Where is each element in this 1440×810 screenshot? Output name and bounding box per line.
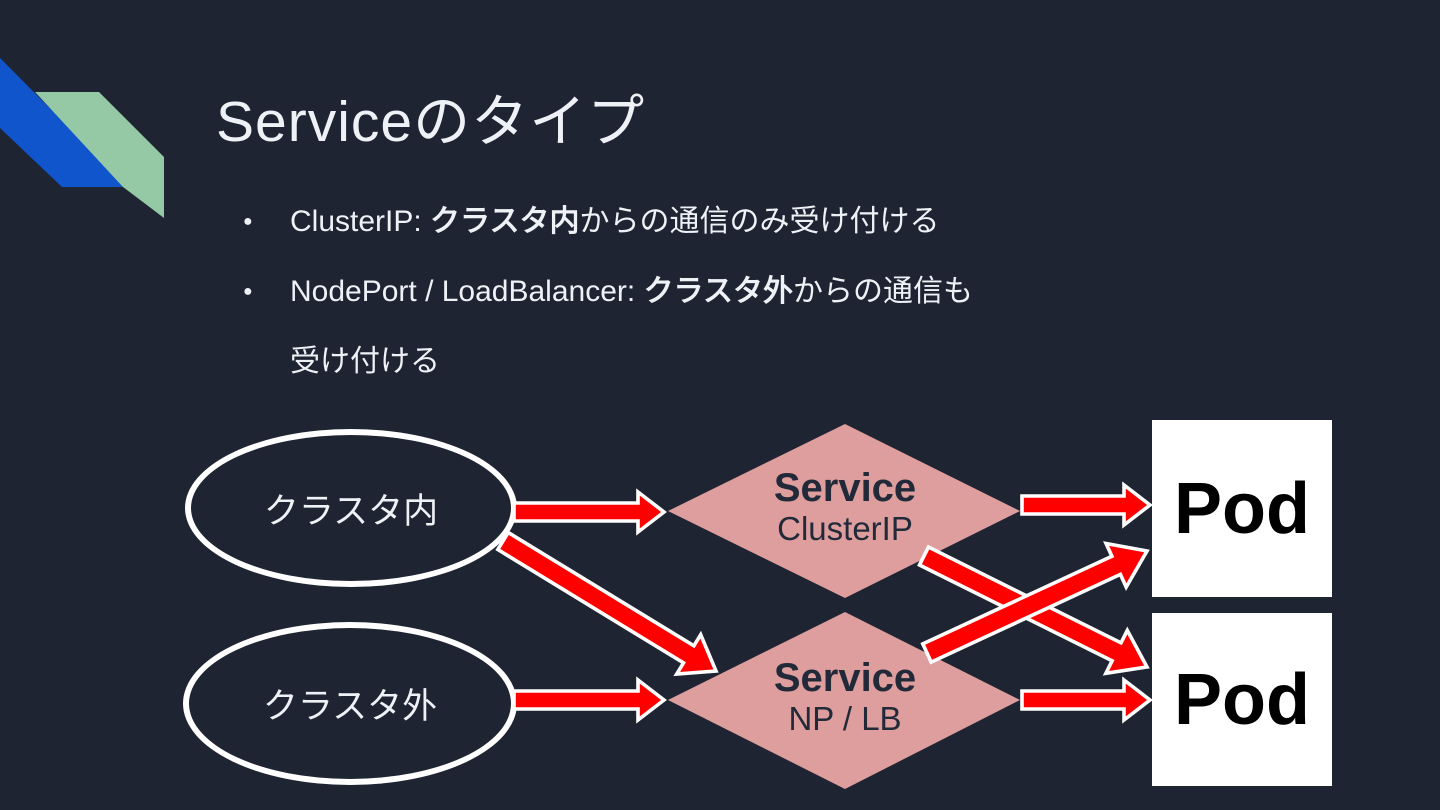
bullet-suffix: からの通信のみ受け付ける <box>579 205 940 238</box>
arrow-cluster-outside-to-service-nplb <box>512 676 667 724</box>
service-title: Service <box>773 656 917 700</box>
bullet-text: NodePort / LoadBalancer: クラスタ外からの通信も 受け付… <box>290 257 973 397</box>
bullet-prefix: NodePort / LoadBalancer: <box>290 275 644 308</box>
service-clusterip-label: Service ClusterIP <box>735 465 955 547</box>
service-subtitle: NP / LB <box>788 700 902 737</box>
arrow-service-nplb-to-pod-1 <box>920 541 1150 665</box>
bullet-dot: ● <box>243 213 253 230</box>
bullet-suffix: からの通信も <box>792 275 973 308</box>
pod-2: Pod <box>1152 613 1332 786</box>
bullet-prefix: ClusterIP: <box>290 205 431 238</box>
page-title: Serviceのタイプ <box>216 90 646 154</box>
bullet-list: ● ClusterIP: クラスタ内からの通信のみ受け付ける ● NodePor… <box>243 187 973 397</box>
bullet-bold-text: クラスタ内 <box>430 205 580 238</box>
pod-label: Pod <box>1174 659 1310 740</box>
bullet-text: ClusterIP: クラスタ内からの通信のみ受け付ける <box>290 187 939 257</box>
bullet-item-nodeport-loadbalancer: ● NodePort / LoadBalancer: クラスタ外からの通信も 受… <box>243 257 973 397</box>
bullet-item-clusterip: ● ClusterIP: クラスタ内からの通信のみ受け付ける <box>243 187 973 257</box>
corner-decoration <box>0 58 164 218</box>
pod-1: Pod <box>1152 420 1332 597</box>
bullet-bold-text: クラスタ外 <box>643 275 793 308</box>
cluster-outside-label: クラスタ外 <box>262 687 438 726</box>
arrow-service-nplb-to-pod-2 <box>1020 676 1153 724</box>
corner-green-stripe <box>35 92 164 218</box>
cluster-inside-label: クラスタ内 <box>263 491 439 531</box>
pod-label: Pod <box>1174 468 1310 549</box>
service-subtitle: ClusterIP <box>777 510 913 547</box>
service-title: Service <box>773 466 917 510</box>
arrow-cluster-inside-to-service-nplb <box>495 530 719 677</box>
arrow-cluster-inside-to-service-clusterip <box>512 488 667 536</box>
cluster-inside-ellipse: クラスタ内 <box>185 429 517 587</box>
bullet-dot: ● <box>243 283 253 300</box>
arrow-service-clusterip-to-pod-1 <box>1020 481 1153 529</box>
service-nplb-label: Service NP / LB <box>735 655 955 737</box>
bullet-text-line2: 受け付ける <box>290 345 440 378</box>
cluster-outside-ellipse: クラスタ外 <box>183 622 517 785</box>
